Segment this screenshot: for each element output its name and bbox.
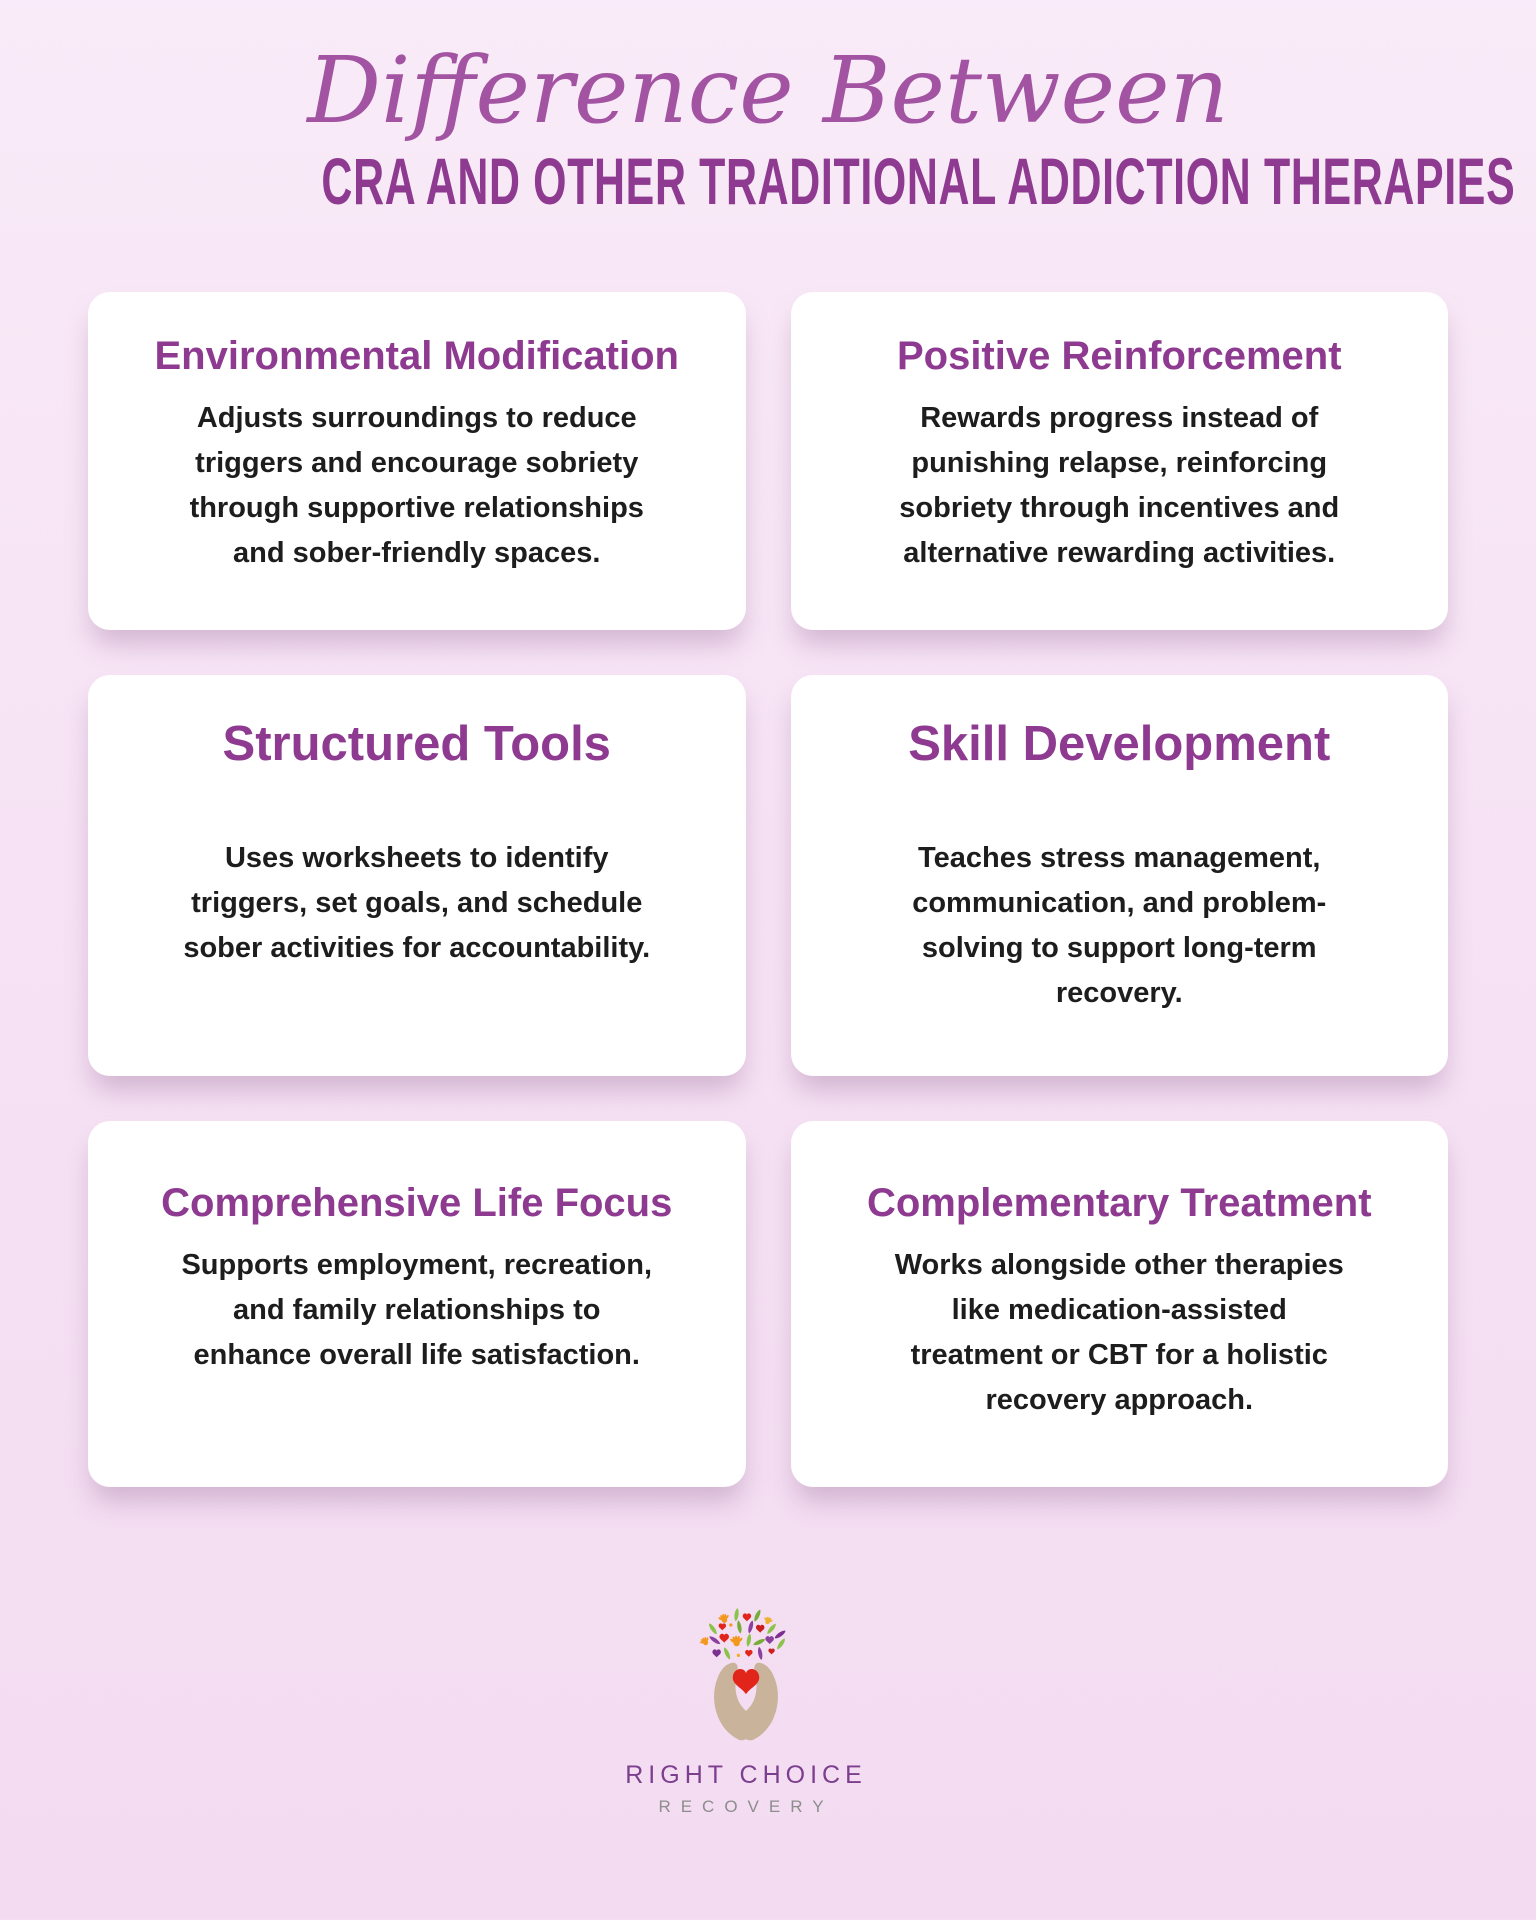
card-title: Environmental Modification (154, 334, 679, 378)
card-title: Structured Tools (222, 717, 611, 771)
heart-icon (732, 1669, 760, 1695)
card-title: Comprehensive Life Focus (161, 1181, 673, 1225)
card-body: Supports employment, recreation, and fam… (181, 1249, 653, 1371)
hands-heart-tree-icon (698, 1607, 787, 1741)
brand-subtitle: RECOVERY (658, 1797, 834, 1816)
card-positive-reinforcement: Positive Reinforcement Rewards progress … (790, 292, 1448, 630)
card-body: Teaches stress management, communication… (912, 841, 1327, 1009)
footer-logo: RIGHT CHOICE RECOVERY (0, 1607, 1536, 1817)
script-title: Difference Between (307, 37, 1229, 144)
brand-name: RIGHT CHOICE (625, 1761, 867, 1789)
card-environmental-modification: Environmental Modification Adjusts surro… (88, 292, 746, 630)
card-structured-tools: Structured Tools Uses worksheets to iden… (88, 675, 746, 1076)
card-comprehensive-life-focus: Comprehensive Life Focus Supports employ… (88, 1121, 746, 1487)
card-title: Positive Reinforcement (896, 334, 1342, 378)
card-skill-development: Skill Development Teaches stress managem… (790, 675, 1448, 1076)
card-complementary-treatment: Complementary Treatment Works alongside … (790, 1121, 1448, 1487)
card-body: Adjusts surroundings to reduce triggers … (189, 402, 644, 569)
cards-grid: Environmental Modification Adjusts surro… (88, 292, 1448, 1487)
card-body: Works alongside other therapies like med… (894, 1249, 1344, 1416)
card-title: Skill Development (908, 717, 1331, 771)
card-body: Rewards progress instead of punishing re… (899, 402, 1340, 569)
page-title: CRA AND OTHER TRADITIONAL ADDICTION THER… (321, 143, 1516, 218)
card-title: Complementary Treatment (866, 1181, 1372, 1225)
header: Difference Between CRA AND OTHER TRADITI… (0, 0, 1536, 214)
card-body: Uses worksheets to identify triggers, se… (183, 841, 651, 964)
